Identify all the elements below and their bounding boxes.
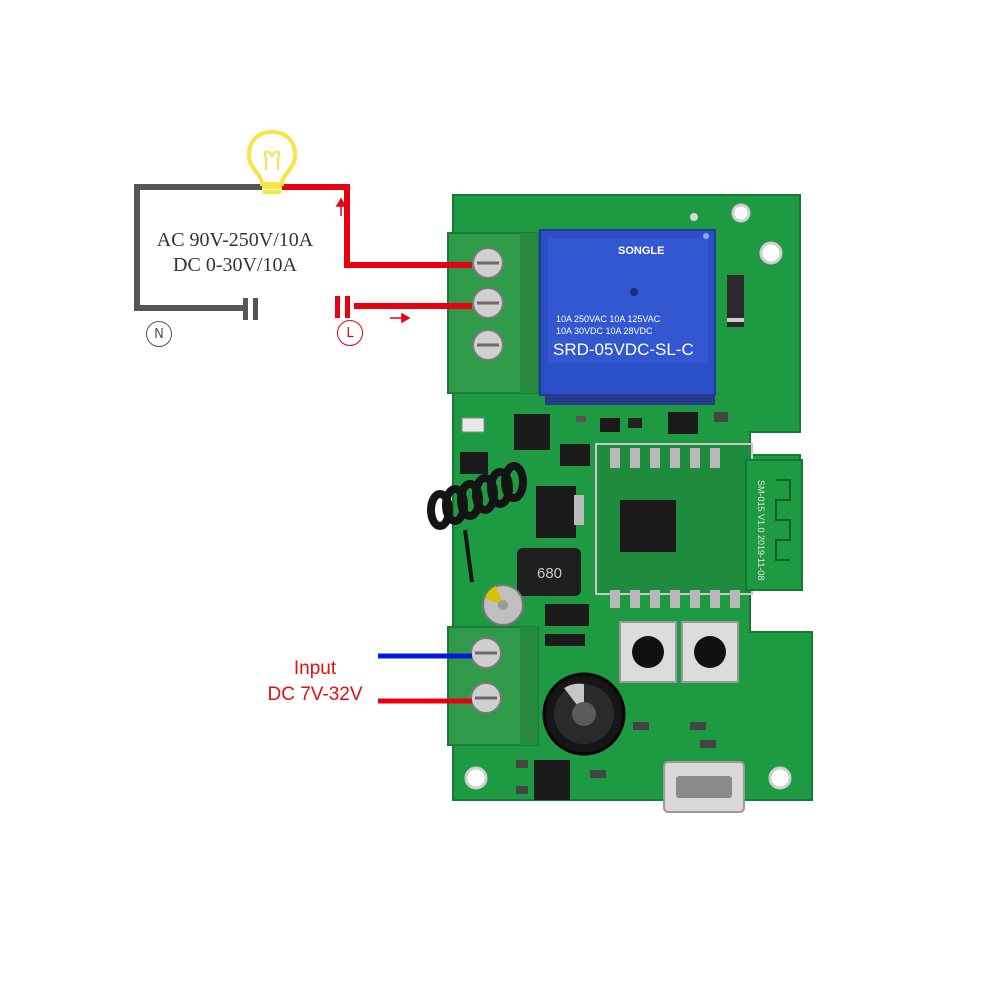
terminal-screw — [470, 637, 502, 669]
terminal-screw — [472, 247, 504, 279]
live-terminal-plate — [335, 296, 340, 318]
live-wire — [282, 184, 472, 309]
current-arrow-right — [390, 312, 411, 324]
load-rating-label: AC 90V-250V/10A DC 0-30V/10A — [140, 228, 330, 278]
neutral-symbol-label: N — [154, 326, 164, 342]
relay-brand-text: SONGLE — [618, 245, 664, 257]
tactile-button — [681, 621, 739, 683]
diode — [727, 275, 744, 327]
inductor-marking: 680 — [537, 565, 562, 582]
regulator — [536, 486, 576, 538]
neutral-symbol: N — [146, 321, 172, 347]
electrolytic-capacitor — [542, 672, 626, 756]
tactile-button — [619, 621, 677, 683]
relay-rating-line1: 10A 250VAC 10A 125VAC — [556, 314, 661, 324]
input-label-line1: Input — [293, 658, 337, 679]
load-rating-line2: DC 0-30V/10A — [173, 254, 297, 276]
mounting-hole — [768, 766, 792, 790]
smd-components — [460, 412, 728, 800]
mounting-hole — [759, 241, 783, 265]
input-terminal-block — [447, 626, 539, 746]
neutral-wire — [134, 184, 262, 311]
relay: SONGLE 10A 250VAC 10A 125VAC 10A 30VDC 1… — [539, 229, 716, 405]
terminal-screw — [470, 682, 502, 714]
micro-usb-port — [663, 761, 745, 813]
small-capacitor — [482, 584, 524, 626]
mounting-hole — [731, 203, 751, 223]
wifi-chip — [620, 500, 676, 552]
relay-model-text: SRD-05VDC-SL-C — [553, 340, 694, 359]
terminal-screw — [472, 329, 504, 361]
input-label-line2: DC 7V-32V — [267, 684, 363, 705]
output-terminal-block — [447, 232, 539, 394]
light-bulb-icon — [246, 129, 298, 194]
mounting-hole — [464, 766, 488, 790]
neutral-terminal-plate — [243, 298, 248, 320]
input-voltage-label: Input DC 7V-32V — [250, 656, 380, 708]
current-arrow-up — [335, 197, 347, 216]
antenna-coil — [427, 462, 527, 583]
load-rating-line1: AC 90V-250V/10A — [156, 229, 314, 251]
ic-chip — [514, 414, 550, 450]
relay-rating-line2: 10A 30VDC 10A 28VDC — [556, 326, 653, 336]
live-symbol-label: L — [346, 325, 354, 341]
wifi-module: SM-015 V1.0 2019-11-08 — [595, 443, 803, 608]
inductor: 680 — [517, 548, 581, 596]
terminal-screw — [472, 287, 504, 319]
live-symbol: L — [337, 320, 363, 346]
module-marking: SM-015 V1.0 2019-11-08 — [756, 480, 766, 580]
